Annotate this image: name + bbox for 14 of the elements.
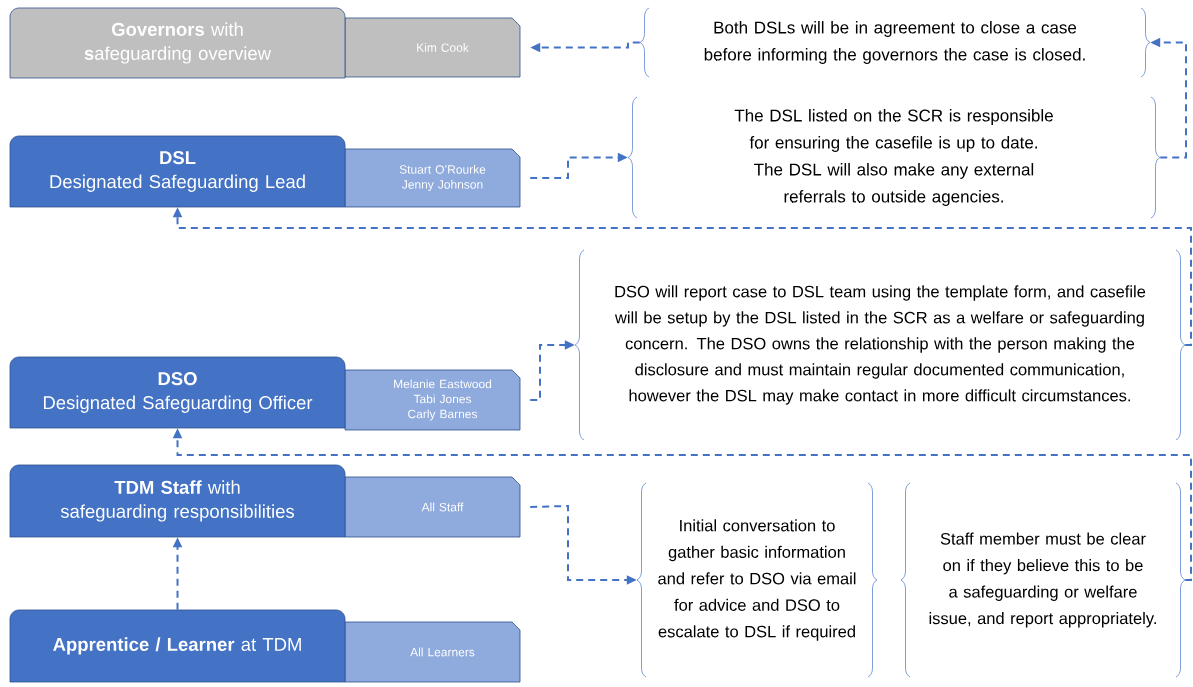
role-box: DSO Designated Safeguarding Officer xyxy=(9,356,346,429)
name-tab: All Staff xyxy=(344,476,521,538)
role-box: TDM Staff with safeguarding responsibilities xyxy=(9,464,346,538)
brace-note: Staff member must be clear on if they believe this to be a safeguarding or welfare issue, and report appropriately. xyxy=(900,482,1186,678)
brace-note: The DSL listed on the SCR is responsible for ensuring the casefile is up to date. The DSL will also make any external referrals to outside agencies. xyxy=(627,96,1161,219)
name-tab: Melanie Eastwood Tabi Jones Carly Barnes xyxy=(344,369,521,431)
name-tab: Stuart O’Rourke Jenny Johnson xyxy=(344,148,521,208)
name-tab: All Learners xyxy=(344,621,521,683)
name-tab: Kim Cook xyxy=(344,17,521,78)
brace-note: Both DSLs will be in agreement to close a case before informing the governors the case is closed. xyxy=(639,7,1151,78)
role-box: DSL Designated Safeguarding Lead xyxy=(9,135,346,208)
brace-note: DSO will report case to DSL team using the template form, and casefile will be setup by the DSL listed in the SCR as a welfare or safeguarding concern. The DSO owns the relationship with the person making the disclosure and must maintain regular documented communication, however the DSL may make contact in more difficult circumstances. xyxy=(574,249,1186,441)
role-box: Apprentice / Learner at TDM xyxy=(9,609,346,683)
brace-note: Initial conversation to gather basic information and refer to DSO via email for advice and DSO to escalate to DSL if required xyxy=(636,482,878,678)
